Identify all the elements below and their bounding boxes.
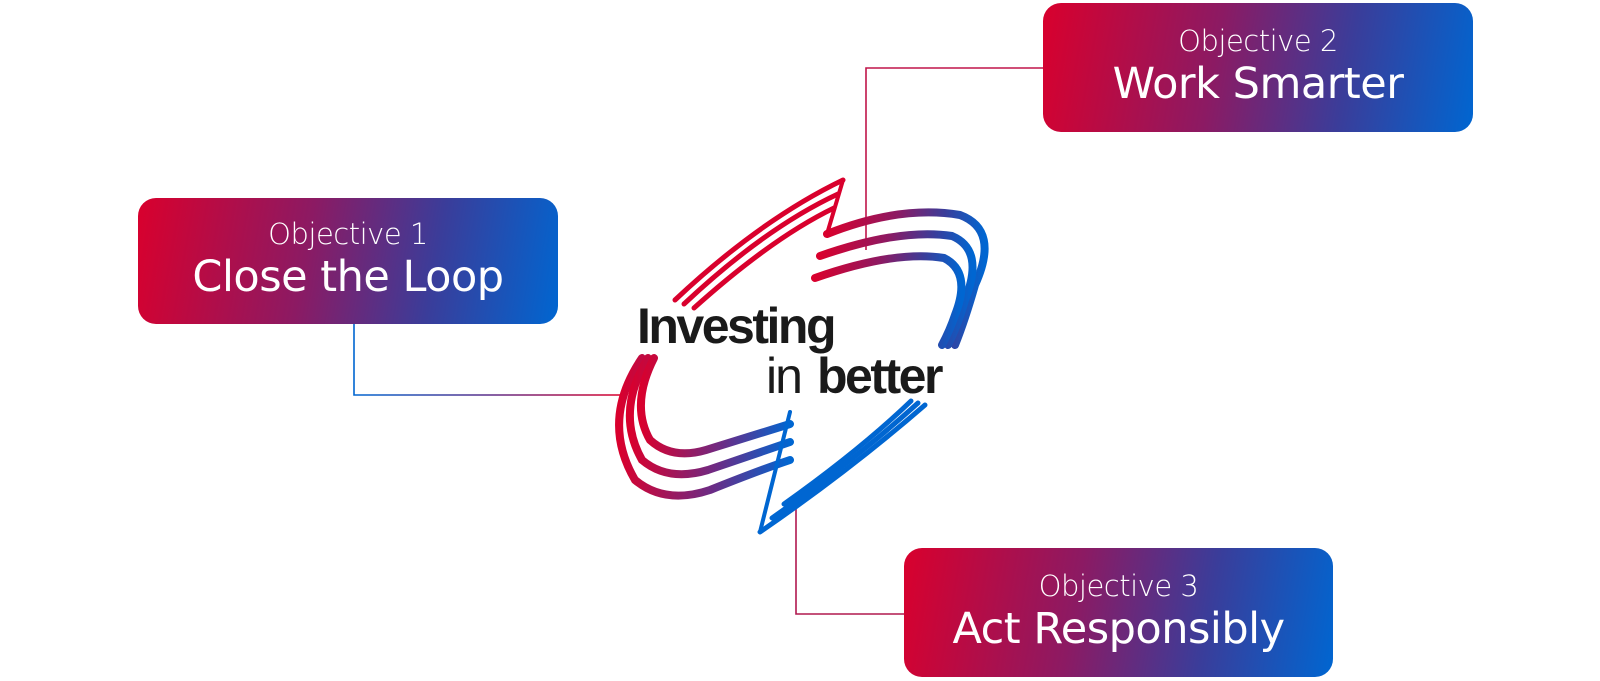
objective-1-box: Objective 1 Close the Loop <box>138 198 558 324</box>
objective-1-title: Close the Loop <box>192 252 504 303</box>
objective-3-title: Act Responsibly <box>952 603 1285 654</box>
connector-objective-3 <box>795 500 904 615</box>
logo-text-better: better <box>817 348 943 404</box>
objective-2-number: Objective 2 <box>1178 23 1338 58</box>
connector-objective-2 <box>865 67 1043 250</box>
connector-objective-1 <box>353 324 620 396</box>
objective-3-number: Objective 3 <box>1038 568 1199 603</box>
objective-3-box: Objective 3 Act Responsibly <box>904 548 1333 677</box>
objective-2-box: Objective 2 Work Smarter <box>1043 3 1473 132</box>
logo-text-investing: Investing <box>637 298 836 354</box>
lower-swoosh-icon <box>615 354 928 535</box>
upper-swoosh-icon <box>672 177 989 349</box>
logo-text-in: in <box>766 348 803 404</box>
objective-2-title: Work Smarter <box>1112 58 1404 109</box>
objective-1-number: Objective 1 <box>268 217 428 252</box>
